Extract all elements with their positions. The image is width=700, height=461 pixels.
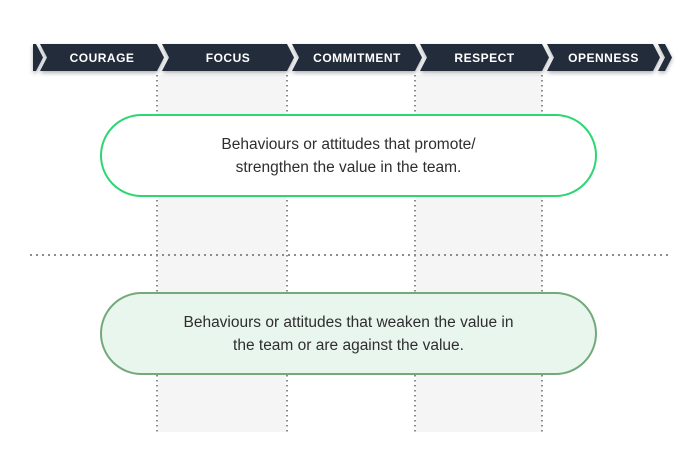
value-segment-courage: COURAGE bbox=[40, 44, 164, 71]
column-divider-1 bbox=[156, 75, 158, 432]
ribbon-arrowhead-icon bbox=[658, 44, 672, 71]
promote-card-line2: strengthen the value in the team. bbox=[235, 158, 462, 176]
promote-card-line1: Behaviours or attitudes that promote/ bbox=[221, 135, 476, 153]
column-divider-3 bbox=[414, 75, 416, 432]
weaken-card-line2: the team or are against the value. bbox=[233, 336, 464, 354]
weaken-behaviours-card: Behaviours or attitudes that weaken the … bbox=[100, 292, 597, 375]
value-segment-focus: FOCUS bbox=[162, 44, 294, 71]
column-divider-2 bbox=[286, 75, 288, 432]
promote-behaviours-card: Behaviours or attitudes that promote/ st… bbox=[100, 114, 597, 197]
weaken-card-line1: Behaviours or attitudes that weaken the … bbox=[183, 313, 514, 331]
column-divider-4 bbox=[541, 75, 543, 432]
value-segment-respect: RESPECT bbox=[420, 44, 549, 71]
values-ribbon: COURAGE FOCUS COMMITMENT RESPECT OPENNES… bbox=[0, 44, 700, 71]
row-divider bbox=[30, 254, 672, 256]
value-segment-commitment: COMMITMENT bbox=[292, 44, 422, 71]
value-segment-openness: OPENNESS bbox=[547, 44, 660, 71]
ribbon-start-cap bbox=[33, 44, 43, 71]
